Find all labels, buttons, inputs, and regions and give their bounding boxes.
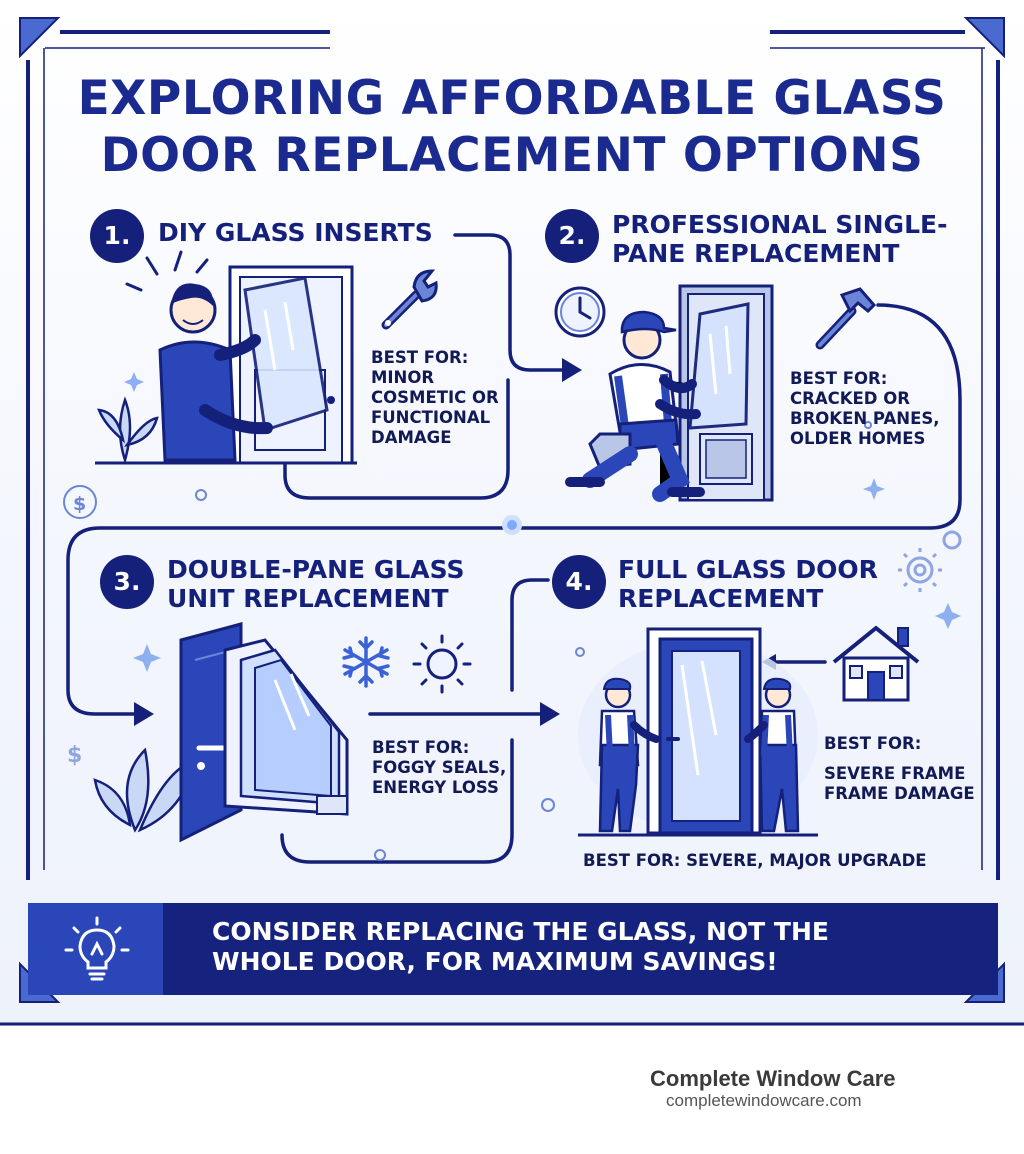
sun-icon xyxy=(412,634,472,694)
clock-icon xyxy=(554,286,606,338)
step-3-best-for: BEST FOR: FOGGY SEALS, ENERGY LOSS xyxy=(372,738,507,797)
wrench-icon xyxy=(381,269,438,330)
page-title: EXPLORING AFFORDABLE GLASS DOOR REPLACEM… xyxy=(40,70,984,184)
brand-url[interactable]: completewindowcare.com xyxy=(666,1091,862,1110)
step-3-title: DOUBLE-PANE GLASS UNIT REPLACEMENT xyxy=(167,555,465,613)
snowflake-icon xyxy=(342,636,390,688)
house-icon xyxy=(832,626,920,702)
step-4-best-for: BEST FOR: SEVERE FRAME FRAME DAMAGE xyxy=(824,734,975,803)
flow-connectors xyxy=(66,233,962,864)
step-2-number: 2. xyxy=(545,209,599,263)
diy-person-illustration xyxy=(95,250,357,465)
brand-name: Complete Window Care xyxy=(650,1066,896,1091)
step-4-title: FULL GLASS DOOR REPLACEMENT xyxy=(618,555,878,613)
step-2-best-for: BEST FOR: CRACKED OR BROKEN PANES, OLDER… xyxy=(790,369,940,448)
title-line-1: EXPLORING AFFORDABLE GLASS xyxy=(77,71,947,126)
gear-icon xyxy=(898,530,962,592)
hammer-icon xyxy=(815,287,877,350)
step-4-extra-best-for: BEST FOR: SEVERE, MAJOR UPGRADE xyxy=(583,851,927,870)
step-1-number: 1. xyxy=(90,209,144,263)
step-4-number: 4. xyxy=(552,555,606,609)
lightbulb-icon xyxy=(64,916,130,981)
step-3-number: 3. xyxy=(100,555,154,609)
technician-illustration xyxy=(565,284,774,502)
poster-frame xyxy=(0,17,1024,1026)
step-2-title: PROFESSIONAL SINGLE- PANE REPLACEMENT xyxy=(612,210,948,268)
step-1-best-for: BEST FOR: MINOR COSMETIC OR FUNCTIONAL D… xyxy=(371,348,499,447)
installer-left xyxy=(598,677,660,833)
title-line-2: DOOR REPLACEMENT OPTIONS xyxy=(100,128,924,183)
svg-text:$: $ xyxy=(67,743,82,768)
installer-right xyxy=(744,677,800,833)
full-door-installers-illustration xyxy=(578,627,818,837)
savings-banner xyxy=(28,903,998,995)
decorative-sparkles: $ $ xyxy=(63,372,962,861)
step-1-title: DIY GLASS INSERTS xyxy=(158,218,433,247)
banner-text: CONSIDER REPLACING THE GLASS, NOT THE WH… xyxy=(212,917,829,976)
double-pane-illustration xyxy=(93,622,349,843)
svg-text:$: $ xyxy=(73,493,86,515)
infographic-poster xyxy=(0,0,1024,1026)
